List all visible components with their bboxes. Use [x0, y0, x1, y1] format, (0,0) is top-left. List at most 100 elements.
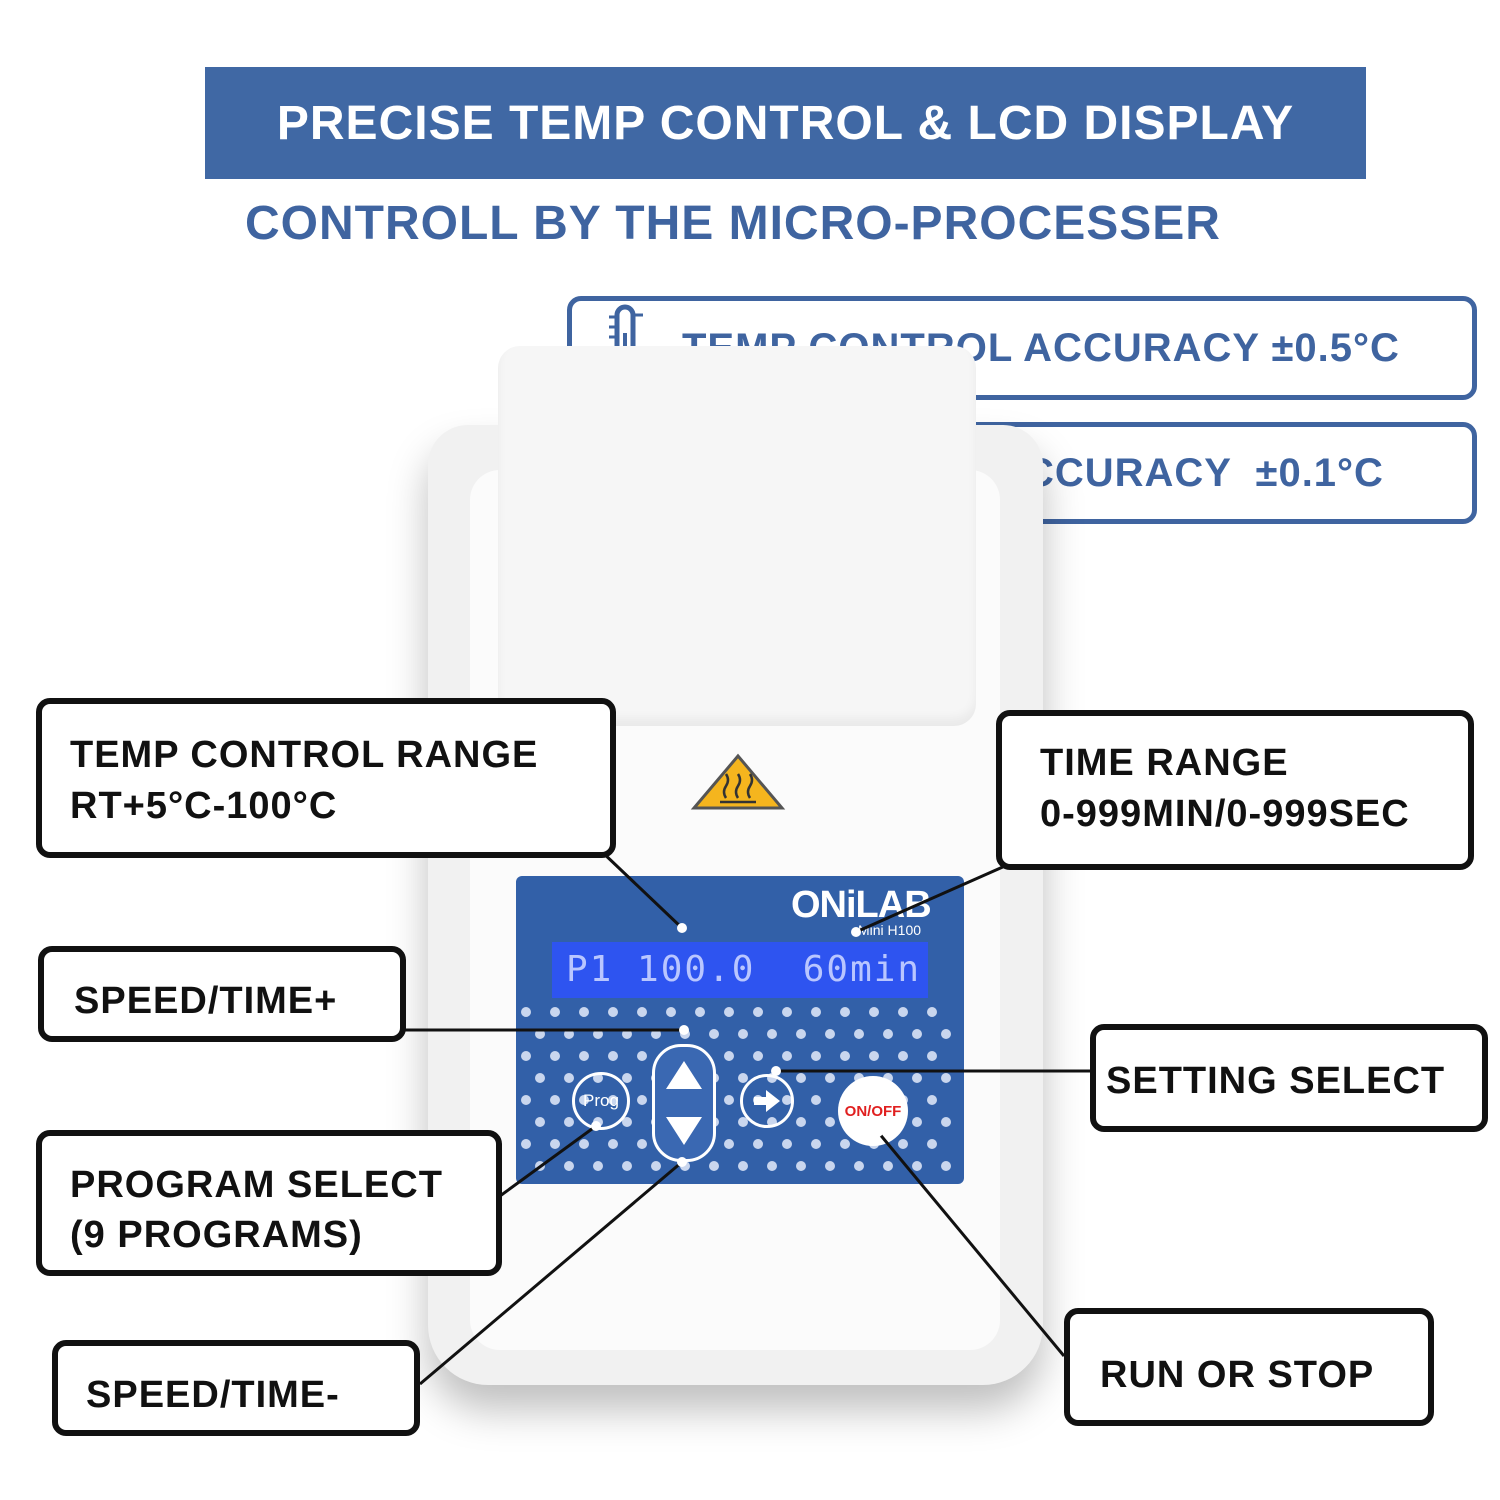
arrow-right-icon	[754, 1090, 780, 1112]
panel-dot	[724, 1139, 734, 1149]
panel-dot	[709, 1161, 719, 1171]
panel-dot	[869, 1007, 879, 1017]
callout-speed-minus-text: SPEED/TIME-	[86, 1374, 340, 1416]
panel-dot	[854, 1029, 864, 1039]
panel-dot	[724, 1051, 734, 1061]
panel-dot	[767, 1029, 777, 1039]
callout-speed-plus-text: SPEED/TIME+	[74, 980, 338, 1022]
panel-dot	[564, 1117, 574, 1127]
panel-dot	[637, 1051, 647, 1061]
panel-dot	[521, 1095, 531, 1105]
panel-dot	[550, 1051, 560, 1061]
panel-dot	[622, 1029, 632, 1039]
panel-dot	[753, 1007, 763, 1017]
panel-dot	[767, 1161, 777, 1171]
callout-setting-select-text: SETTING SELECT	[1106, 1060, 1446, 1102]
panel-dot	[811, 1007, 821, 1017]
down-button[interactable]	[664, 1113, 704, 1154]
panel-dot	[796, 1073, 806, 1083]
callout-run-stop: RUN OR STOP	[1064, 1308, 1434, 1426]
panel-dot	[927, 1051, 937, 1061]
up-down-rocker	[652, 1044, 716, 1162]
panel-dot	[608, 1051, 618, 1061]
panel-dot	[941, 1117, 951, 1127]
panel-dot	[535, 1029, 545, 1039]
panel-dot	[608, 1139, 618, 1149]
power-button[interactable]: ON/OFF	[838, 1076, 908, 1146]
callout-run-stop-text: RUN OR STOP	[1100, 1354, 1375, 1396]
panel-dot	[782, 1051, 792, 1061]
panel-dot	[550, 1007, 560, 1017]
panel-dot	[579, 1051, 589, 1061]
panel-dot	[898, 1051, 908, 1061]
lcd-display: P1 100.0 60min	[552, 942, 928, 998]
brand-logo: ONiLAB	[791, 884, 932, 926]
panel-dot	[738, 1073, 748, 1083]
setting-select-button[interactable]	[740, 1074, 794, 1128]
panel-dot	[869, 1051, 879, 1061]
callout-temp-range-line1: TEMP CONTROL RANGE	[70, 734, 539, 776]
panel-dot	[811, 1051, 821, 1061]
panel-dot	[883, 1161, 893, 1171]
panel-dot	[724, 1095, 734, 1105]
panel-dot	[825, 1073, 835, 1083]
callout-time-range-line1: TIME RANGE	[1040, 742, 1289, 784]
panel-dot	[782, 1139, 792, 1149]
callout-temp-range-line2: RT+5°C-100°C	[70, 785, 338, 828]
panel-dot	[622, 1073, 632, 1083]
callout-setting-select: SETTING SELECT	[1090, 1024, 1488, 1132]
callout-program-select: PROGRAM SELECT (9 PROGRAMS)	[36, 1130, 502, 1276]
panel-dot	[796, 1029, 806, 1039]
callout-temp-range: TEMP CONTROL RANGE RT+5°C-100°C	[36, 698, 616, 858]
panel-dot	[941, 1161, 951, 1171]
panel-dot	[912, 1161, 922, 1171]
panel-dot	[521, 1051, 531, 1061]
panel-dot	[680, 1029, 690, 1039]
panel-dot	[550, 1095, 560, 1105]
panel-dot	[941, 1073, 951, 1083]
panel-dot	[753, 1139, 763, 1149]
panel-dot	[550, 1139, 560, 1149]
panel-dot	[738, 1029, 748, 1039]
panel-dot	[898, 1007, 908, 1017]
panel-dot	[622, 1161, 632, 1171]
header-banner: PRECISE TEMP CONTROL & LCD DISPLAY	[205, 67, 1366, 179]
control-panel: ONiLAB Mini H100 P1 100.0 60min Prog ON/…	[516, 876, 964, 1184]
panel-dot	[753, 1051, 763, 1061]
up-button[interactable]	[664, 1057, 704, 1098]
panel-dot	[622, 1117, 632, 1127]
prog-button[interactable]: Prog	[572, 1072, 630, 1130]
panel-dot	[637, 1139, 647, 1149]
panel-dot	[927, 1139, 937, 1149]
panel-dot	[840, 1007, 850, 1017]
callout-program-select-line1: PROGRAM SELECT	[70, 1164, 443, 1206]
panel-dot	[825, 1161, 835, 1171]
panel-dot	[825, 1117, 835, 1127]
panel-dot	[579, 1007, 589, 1017]
banner-title: PRECISE TEMP CONTROL & LCD DISPLAY	[276, 96, 1295, 150]
panel-dot	[811, 1139, 821, 1149]
panel-dot	[840, 1139, 850, 1149]
panel-dot	[796, 1117, 806, 1127]
panel-dot	[680, 1161, 690, 1171]
panel-dot	[535, 1073, 545, 1083]
panel-dot	[941, 1029, 951, 1039]
panel-dot	[796, 1161, 806, 1171]
panel-dot	[695, 1007, 705, 1017]
panel-dot	[854, 1161, 864, 1171]
panel-dot	[898, 1139, 908, 1149]
subtitle: CONTROLL BY THE MICRO-PROCESSER	[245, 197, 1221, 250]
panel-dot	[593, 1029, 603, 1039]
panel-dot	[927, 1095, 937, 1105]
panel-dot	[782, 1007, 792, 1017]
panel-dot	[912, 1117, 922, 1127]
panel-dot	[883, 1029, 893, 1039]
callout-speed-minus: SPEED/TIME-	[52, 1340, 420, 1436]
panel-dot	[912, 1073, 922, 1083]
panel-dot	[608, 1007, 618, 1017]
power-button-label: ON/OFF	[844, 1102, 902, 1120]
callout-program-select-line2: (9 PROGRAMS)	[70, 1214, 363, 1257]
model-label: Mini H100	[858, 922, 922, 938]
callout-speed-plus: SPEED/TIME+	[38, 946, 406, 1042]
panel-dot	[666, 1007, 676, 1017]
